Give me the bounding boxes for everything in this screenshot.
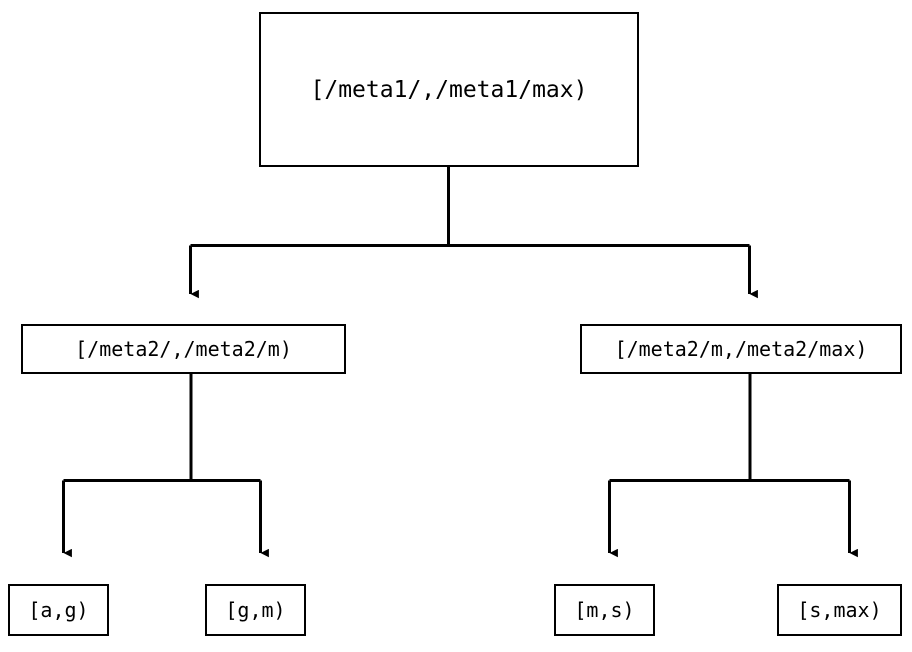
edge-midright-to-leaves-group xyxy=(608,374,858,558)
node-leaf-g-m[interactable]: [g,m) xyxy=(205,584,306,636)
node-root[interactable]: [/meta1/,/meta1/max) xyxy=(259,12,639,167)
node-leaf-s-max-label: [s,max) xyxy=(797,598,882,622)
edge-root-to-mid-group xyxy=(189,167,758,299)
node-mid-right[interactable]: [/meta2/m,/meta2/max) xyxy=(580,324,902,374)
node-leaf-m-s[interactable]: [m,s) xyxy=(554,584,655,636)
node-mid-left-label: [/meta2/,/meta2/m) xyxy=(75,337,292,361)
node-leaf-a-g[interactable]: [a,g) xyxy=(8,584,109,636)
node-leaf-s-max[interactable]: [s,max) xyxy=(777,584,902,636)
node-leaf-g-m-label: [g,m) xyxy=(225,598,286,622)
node-root-label: [/meta1/,/meta1/max) xyxy=(310,76,588,103)
node-leaf-a-g-label: [a,g) xyxy=(28,598,89,622)
node-leaf-m-s-label: [m,s) xyxy=(574,598,635,622)
edge-midleft-to-leaves-group xyxy=(62,374,269,558)
node-mid-left[interactable]: [/meta2/,/meta2/m) xyxy=(21,324,346,374)
node-mid-right-label: [/meta2/m,/meta2/max) xyxy=(614,337,868,361)
